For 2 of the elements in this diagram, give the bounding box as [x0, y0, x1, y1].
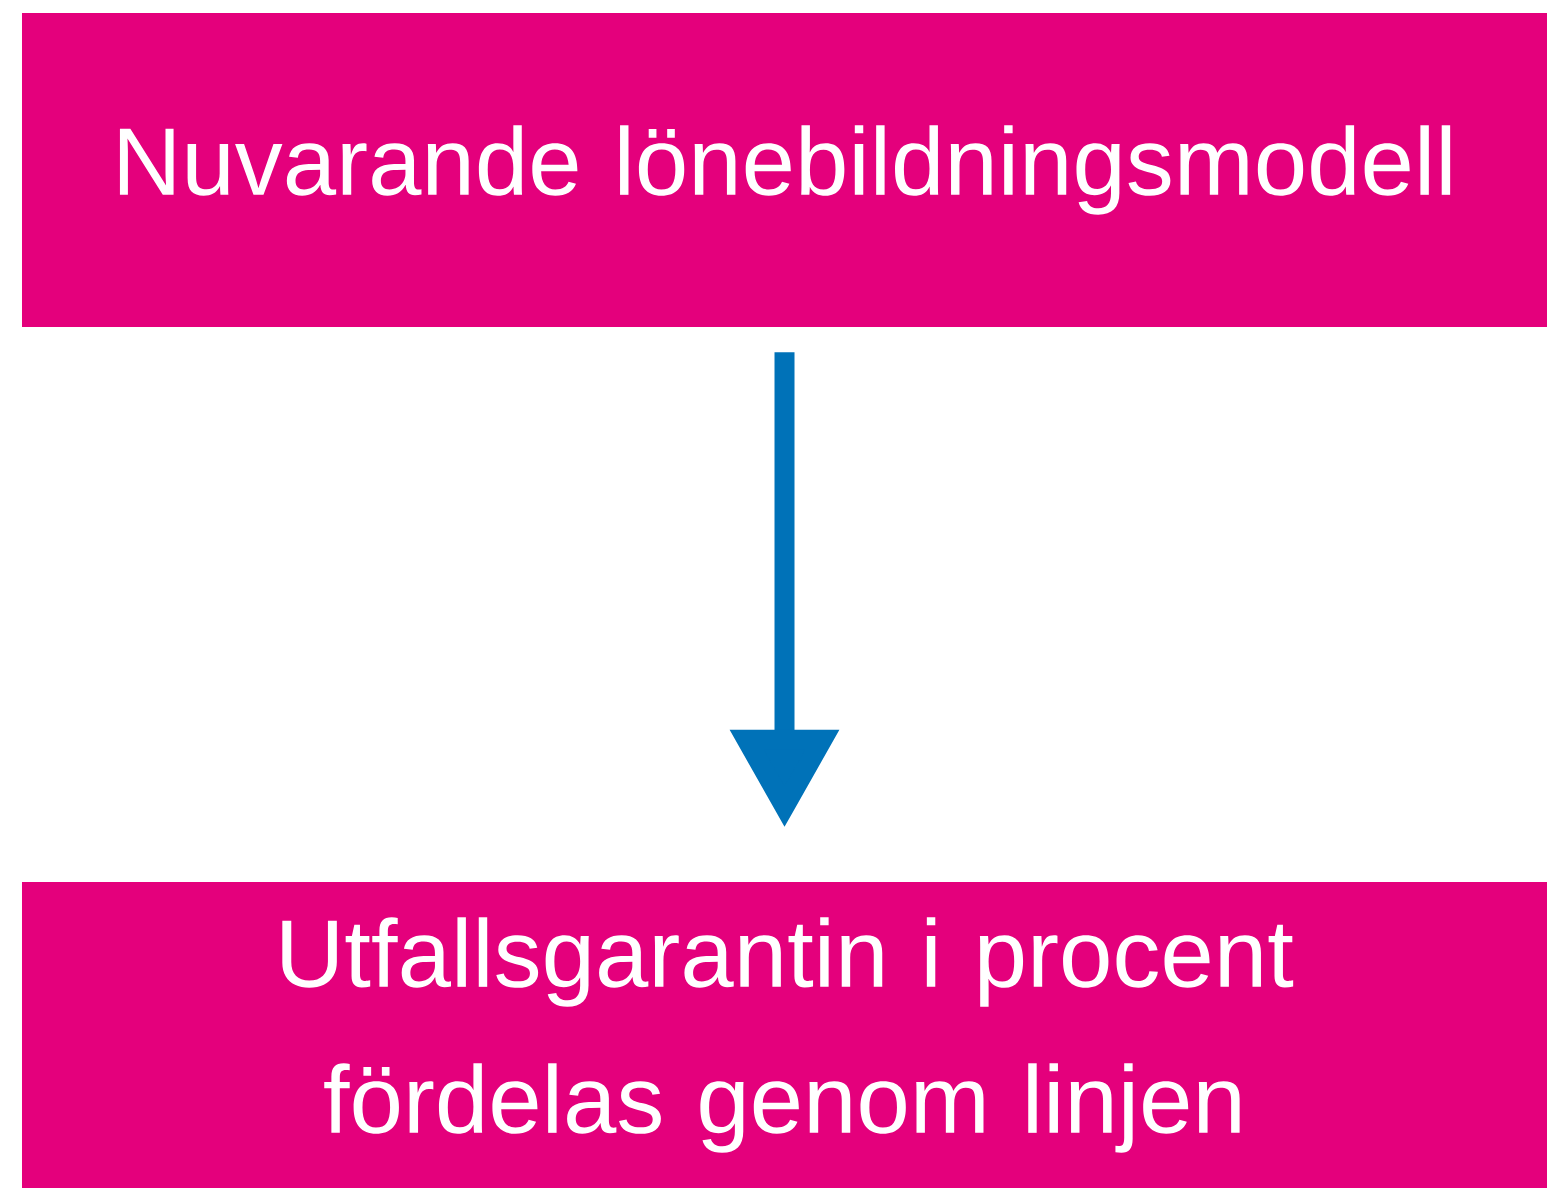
process-box: Nuvarande lönebildningsmodell [22, 13, 1547, 327]
process-box: Utfallsgarantin i procent fördelas genom linjen [22, 882, 1547, 1188]
